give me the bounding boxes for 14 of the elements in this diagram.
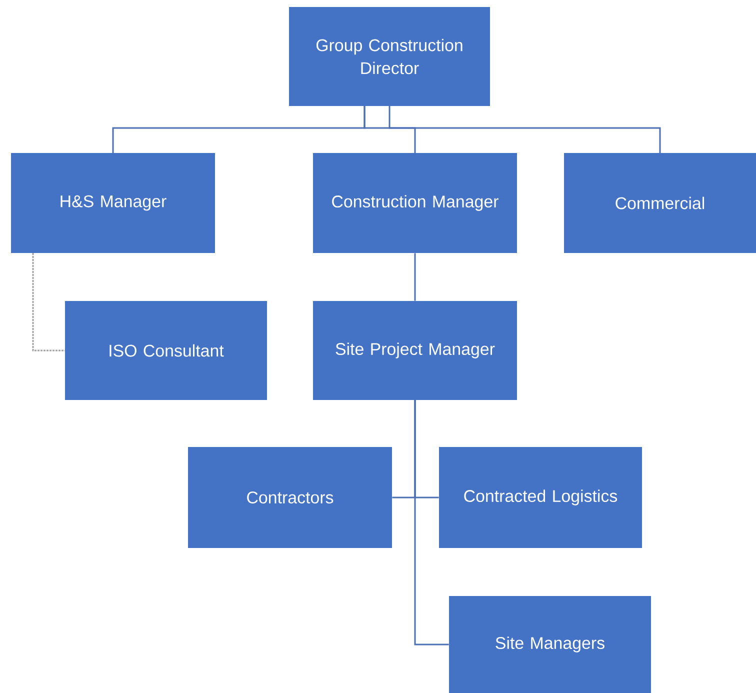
- org-box: Contracted Logistics: [439, 447, 642, 548]
- connector-line: [388, 106, 416, 153]
- org-box: Contractors: [188, 447, 392, 548]
- org-box: Group Construction Director: [289, 7, 490, 106]
- org-box: Construction Manager: [313, 153, 517, 253]
- connector-line: [414, 253, 416, 301]
- connector-line: [414, 400, 449, 646]
- org-box: Commercial: [564, 153, 756, 253]
- connector-line: [364, 106, 661, 153]
- org-box: Site Project Manager: [313, 301, 517, 400]
- org-box: Site Managers: [449, 596, 651, 693]
- org-box: ISO Consultant: [65, 301, 267, 400]
- connector-line: [32, 253, 65, 352]
- org-box: H&S Manager: [11, 153, 215, 253]
